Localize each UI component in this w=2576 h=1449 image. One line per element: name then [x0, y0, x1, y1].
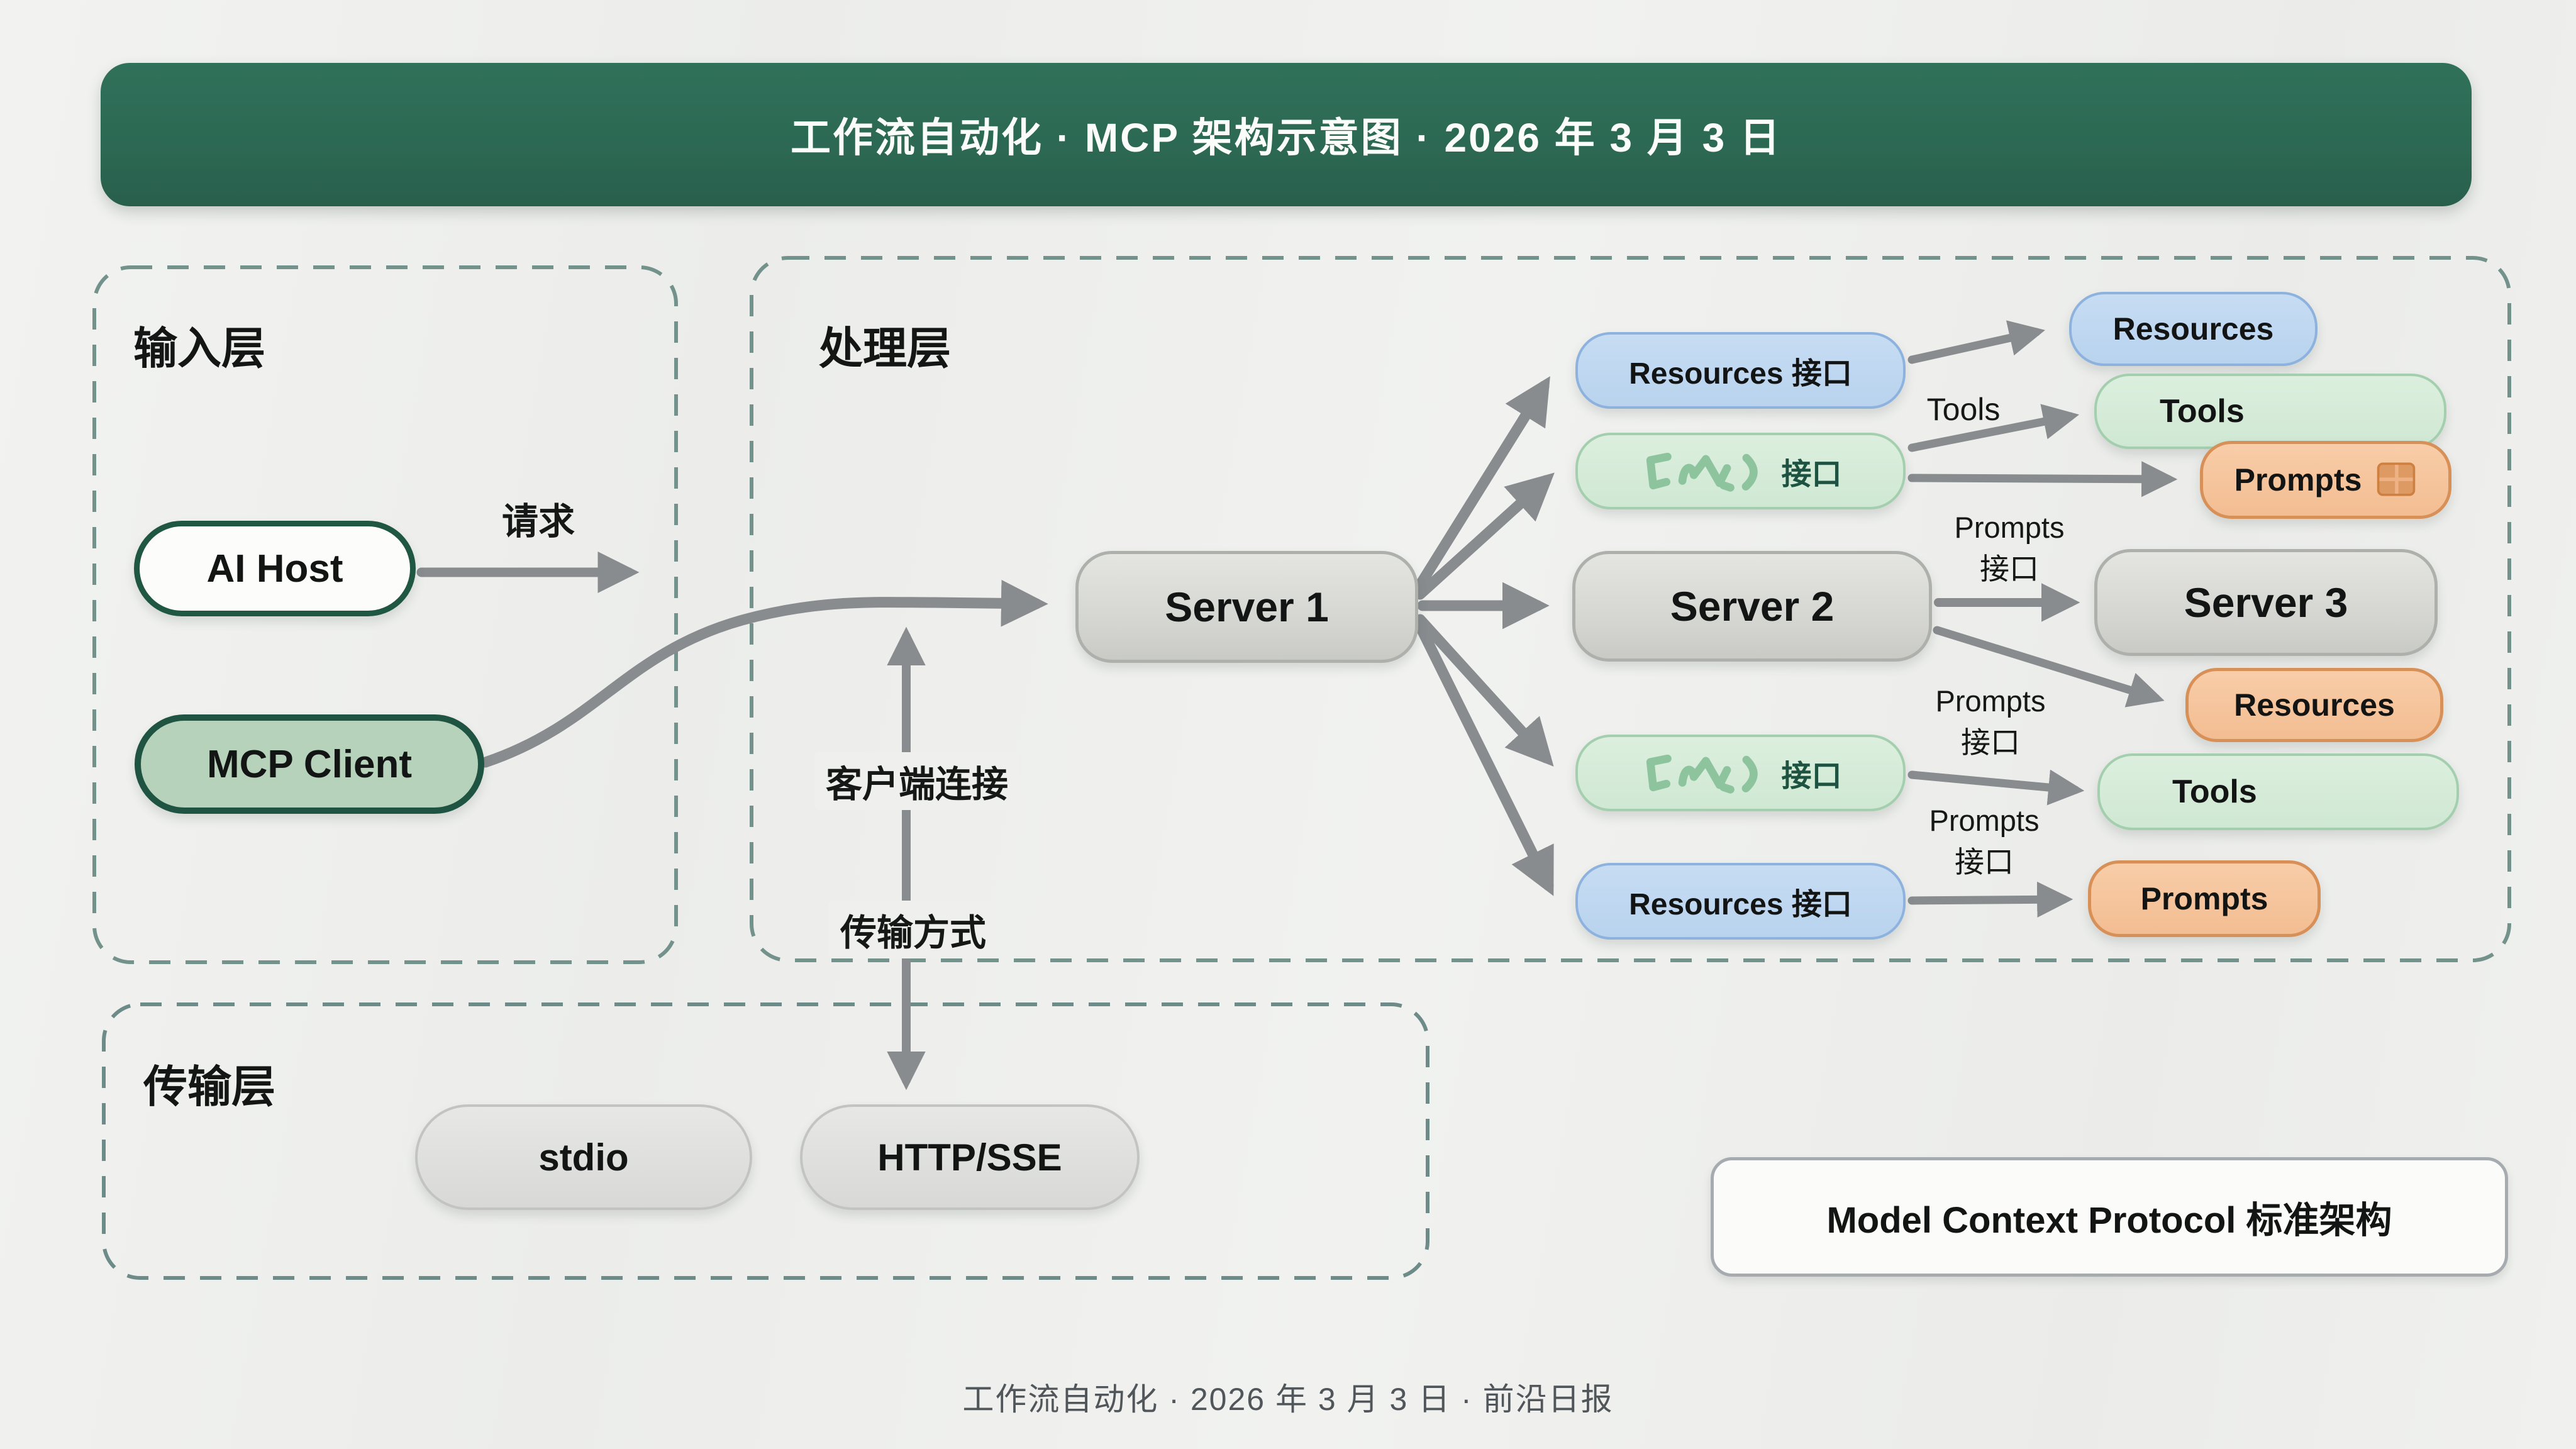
edge-label-prompts-interface-2: Prompts 接口 [1936, 680, 2046, 763]
tools-interface-top-label: 接口 [1781, 458, 1842, 491]
node-tools-bottom: Tools [2097, 753, 2459, 830]
server3-label: Server 3 [2184, 579, 2348, 626]
transport-layer-frame [102, 1002, 1430, 1280]
mcp-standard-label: Model Context Protocol 标准架构 [1826, 1200, 2392, 1241]
edge-label-tools: Tools [1926, 392, 2001, 427]
resources-mid-label: Resources [2234, 687, 2395, 723]
node-prompts-top: Prompts [2200, 441, 2451, 519]
node-server-1: Server 1 [1075, 551, 1418, 663]
footer-caption: 工作流自动化 · 2026 年 3 月 3 日 · 前沿日报 [962, 1382, 1614, 1417]
prompts-interface-line2: 接口 [1980, 552, 2039, 586]
title-banner: 工作流自动化 · MCP 架构示意图 · 2026 年 3 月 3 日 [101, 63, 2472, 206]
edge-resources-iface-bottom-to-prompts [1907, 881, 2074, 918]
server1-label: Server 1 [1165, 584, 1329, 630]
mcp-client-label: MCP Client [206, 742, 413, 786]
node-mcp-client: MCP Client [135, 714, 484, 814]
node-ai-host: AI Host [134, 521, 416, 616]
resources-interface-bottom-label: Resources 接口 [1629, 888, 1852, 921]
resources-top-label: Resources [2112, 311, 2274, 347]
prompts-bottom-label: Prompts [2140, 881, 2268, 916]
edge-label-transport-mode: 传输方式 [828, 901, 998, 958]
tools-top-label: Tools [2160, 393, 2245, 430]
edge-label-prompts-interface-1: Prompts 接口 [1955, 507, 2065, 590]
resources-interface-top-label: Resources 接口 [1629, 357, 1852, 391]
edge-label-prompts-interface-3: Prompts 接口 [1929, 800, 2040, 883]
tools-glyph-icon [1646, 452, 1758, 492]
node-server-2: Server 2 [1572, 551, 1932, 662]
prompts-interface-line1: Prompts [1935, 684, 2046, 718]
node-stdio: stdio [415, 1104, 752, 1210]
stdio-label: stdio [538, 1136, 629, 1179]
edge-label-request: 请求 [501, 501, 575, 542]
node-resources-top: Resources [2069, 292, 2318, 366]
node-tools-interface-bottom: 接口 [1575, 735, 1906, 811]
node-resources-mid: Resources [2185, 668, 2443, 742]
tools-glyph-icon [1646, 754, 1758, 794]
node-server-3: Server 3 [2094, 549, 2438, 656]
server2-label: Server 2 [1670, 583, 1835, 630]
edge-server1-to-tools-iface-top [1414, 472, 1555, 600]
prompts-interface-line1: Prompts [1954, 511, 2065, 544]
edge-tools-iface-bottom-to-tools [1907, 769, 2085, 806]
edge-tools-iface-to-prompts [1907, 461, 2178, 497]
tools-bottom-label: Tools [2172, 774, 2257, 810]
edge-server1-to-tools-iface-bottom [1414, 614, 1554, 767]
prompts-interface-line2: 接口 [1961, 726, 2020, 759]
window-grid-icon [2377, 462, 2416, 496]
node-prompts-bottom: Prompts [2088, 860, 2321, 937]
prompts-top-label: Prompts [2234, 462, 2362, 497]
edge-mcp-client-to-server1 [480, 579, 1048, 768]
input-layer-title: 输入层 [133, 324, 265, 373]
node-resources-interface-top: Resources 接口 [1575, 332, 1906, 409]
prompts-interface-line1: Prompts [1929, 804, 2040, 837]
transport-layer-title: 传输层 [143, 1062, 275, 1111]
node-tools-interface-top: 接口 [1575, 433, 1906, 509]
node-tools-top: Tools [2094, 374, 2446, 449]
node-http-sse: HTTP/SSE [800, 1104, 1140, 1210]
edge-server1-to-resources-iface-top [1414, 376, 1550, 591]
mcp-standard-callout: Model Context Protocol 标准架构 [1711, 1157, 2508, 1277]
http-sse-label: HTTP/SSE [877, 1136, 1062, 1179]
edge-server1-to-resources-iface-bottom [1414, 621, 1554, 896]
page-title: 工作流自动化 · MCP 架构示意图 · 2026 年 3 月 3 日 [790, 115, 1782, 160]
prompts-interface-line2: 接口 [1955, 845, 2014, 879]
edge-resources-iface-to-resources [1907, 320, 2045, 364]
ai-host-label: AI Host [206, 547, 343, 591]
tools-interface-bottom-label: 接口 [1781, 760, 1842, 793]
processing-layer-title: 处理层 [819, 324, 951, 373]
edge-label-client-connection: 客户端连接 [814, 752, 1020, 810]
node-resources-interface-bottom: Resources 接口 [1575, 863, 1906, 940]
